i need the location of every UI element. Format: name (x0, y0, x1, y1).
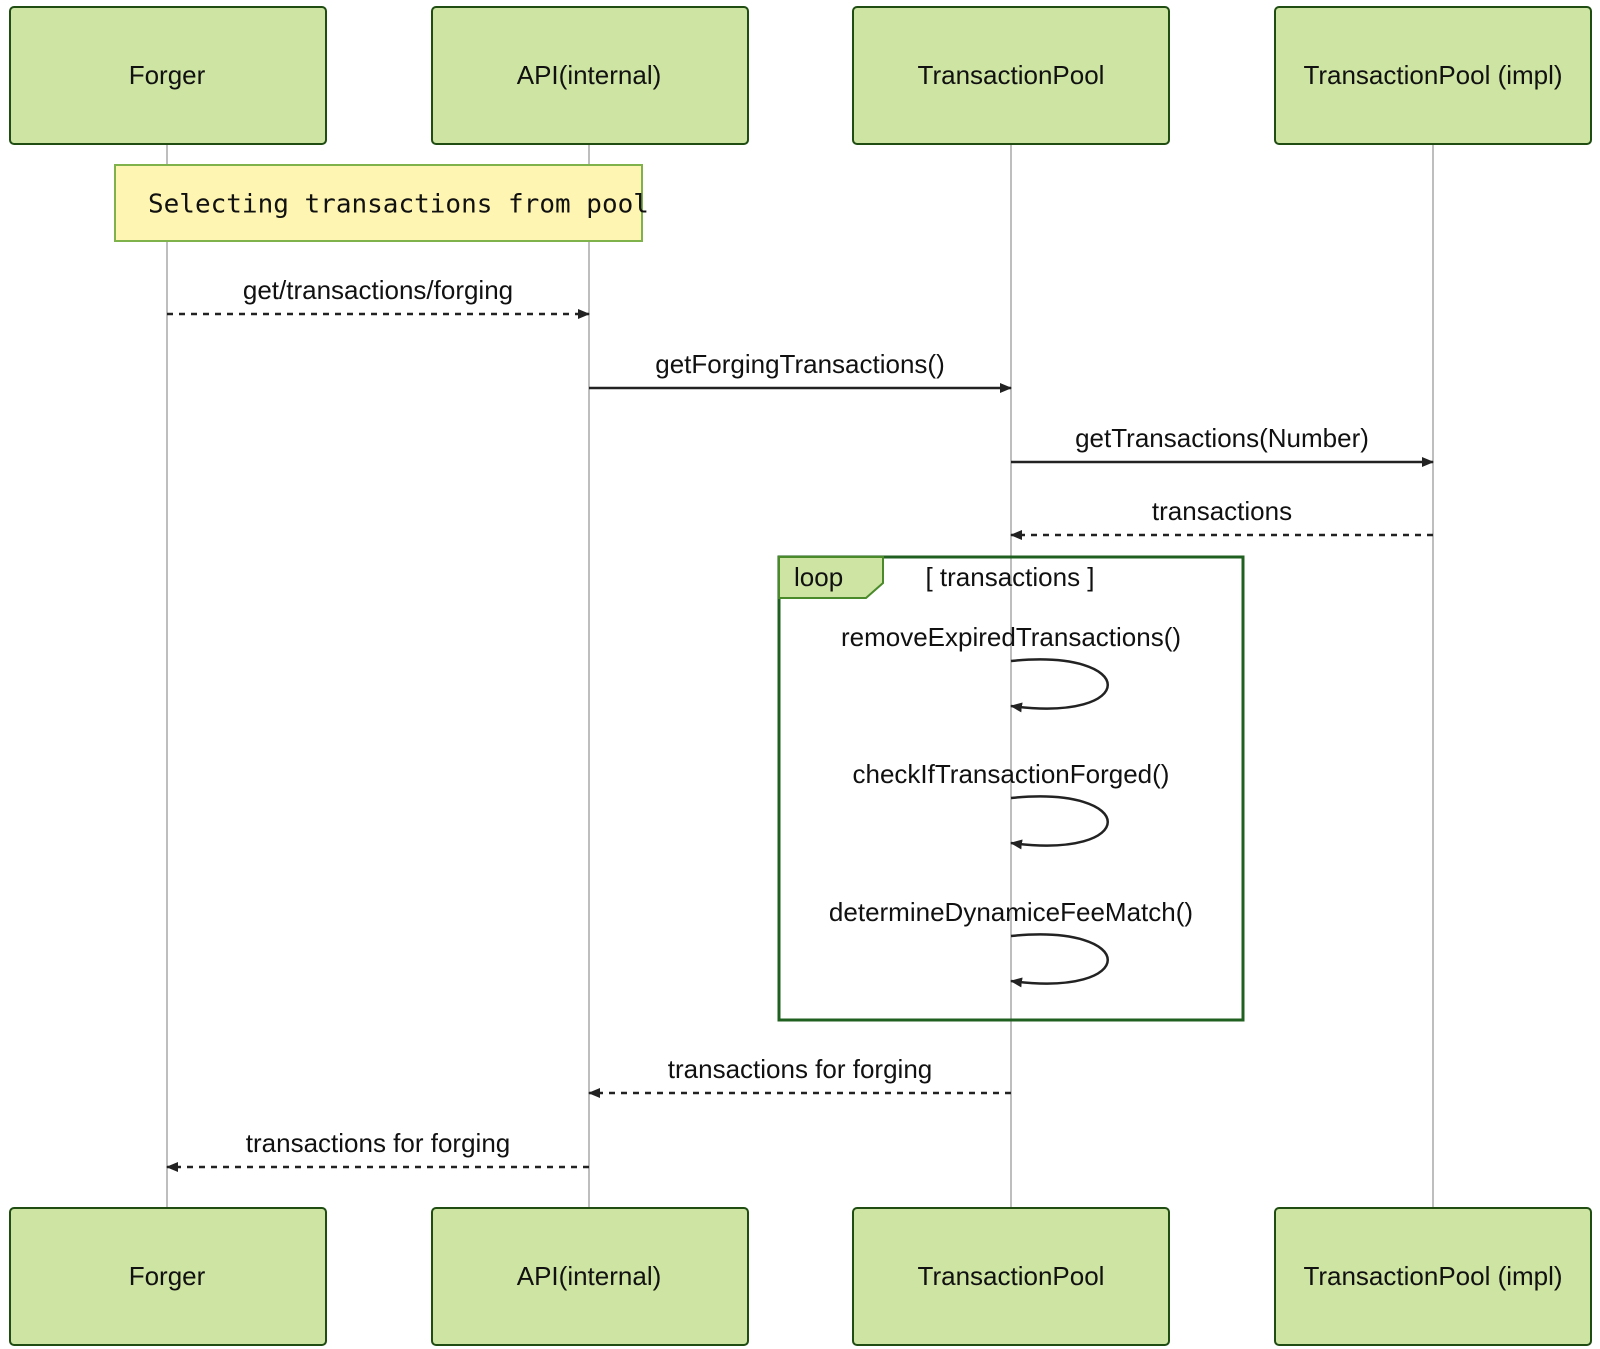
self-message-dynamic-fee: determineDynamiceFeeMatch() (829, 897, 1193, 988)
message-label: transactions (1152, 496, 1292, 526)
message-get-transactions-number: getTransactions(Number) (1011, 423, 1434, 467)
actor-transaction-pool-impl-top: TransactionPool (impl) (1274, 6, 1592, 145)
actor-transaction-pool-bottom: TransactionPool (852, 1207, 1170, 1346)
message-transactions-for-forging-to-forger: transactions for forging (166, 1128, 589, 1172)
message-label: transactions for forging (668, 1054, 932, 1084)
loop-condition: [ transactions ] (925, 562, 1094, 592)
actor-transaction-pool-impl-bottom: TransactionPool (impl) (1274, 1207, 1592, 1346)
message-label: determineDynamiceFeeMatch() (829, 897, 1193, 927)
actor-api-top: API(internal) (431, 6, 749, 145)
actor-forger-top: Forger (9, 6, 327, 145)
actor-api-bottom: API(internal) (431, 1207, 749, 1346)
message-label: get/transactions/forging (243, 275, 513, 305)
message-get-forging-transactions: getForgingTransactions() (589, 349, 1012, 393)
message-label: checkIfTransactionForged() (853, 759, 1170, 789)
self-message-check-forged: checkIfTransactionForged() (853, 759, 1170, 850)
loop-label: loop (794, 562, 843, 592)
message-transactions-return: transactions (1010, 496, 1433, 540)
note-text: Selecting transactions from pool (148, 190, 649, 220)
actor-label: TransactionPool (918, 60, 1105, 90)
message-get-transactions-forging: get/transactions/forging (167, 275, 590, 319)
actor-label: TransactionPool (918, 1261, 1105, 1291)
message-label: transactions for forging (246, 1128, 510, 1158)
message-label: removeExpiredTransactions() (841, 622, 1181, 652)
actor-label: API(internal) (517, 1261, 662, 1291)
actor-label: API(internal) (517, 60, 662, 90)
message-transactions-for-forging-to-api: transactions for forging (588, 1054, 1011, 1098)
actor-label: TransactionPool (impl) (1303, 60, 1562, 90)
self-message-remove-expired: removeExpiredTransactions() (841, 622, 1181, 713)
note: Selecting transactions from pool (114, 164, 649, 242)
message-label: getTransactions(Number) (1075, 423, 1369, 453)
actor-label: Forger (129, 1261, 206, 1291)
actor-forger-bottom: Forger (9, 1207, 327, 1346)
actor-transaction-pool-top: TransactionPool (852, 6, 1170, 145)
actor-label: TransactionPool (impl) (1303, 1261, 1562, 1291)
loop-frame: loop [ transactions ] (777, 555, 1245, 1022)
message-label: getForgingTransactions() (655, 349, 945, 379)
actor-label: Forger (129, 60, 206, 90)
